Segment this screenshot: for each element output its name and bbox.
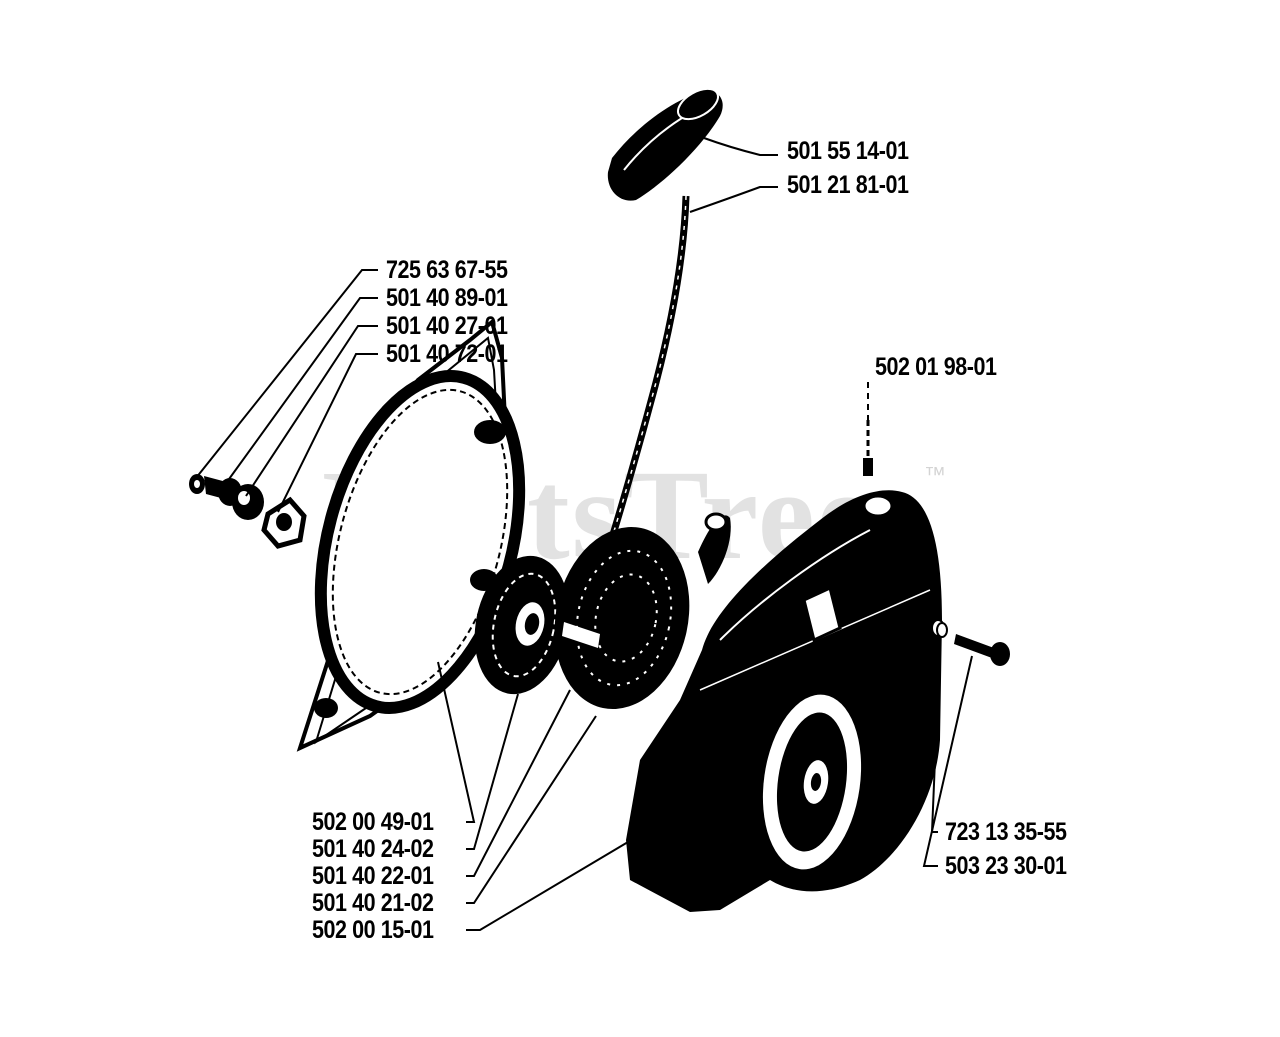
part-label-top-screw[interactable]: 502 01 98-01 bbox=[875, 353, 997, 381]
recoil-spring[interactable] bbox=[538, 512, 731, 722]
part-label-spring-cover[interactable]: 501 40 21-02 bbox=[312, 889, 434, 917]
part-label-bolt[interactable]: 501 40 89-01 bbox=[386, 284, 508, 312]
part-label-side-screw[interactable]: 723 13 35-55 bbox=[945, 818, 1067, 846]
part-label-housing[interactable]: 502 00 15-01 bbox=[312, 916, 434, 944]
fan-screen-plate[interactable] bbox=[287, 318, 553, 752]
part-label-side-washer[interactable]: 503 23 30-01 bbox=[945, 852, 1067, 880]
part-label-nut[interactable]: 501 40 72-01 bbox=[386, 340, 508, 368]
part-label-spacer[interactable]: 501 40 27-01 bbox=[386, 312, 508, 340]
side-screw[interactable] bbox=[936, 622, 1010, 666]
part-label-screen[interactable]: 502 00 49-01 bbox=[312, 808, 434, 836]
spacer-part[interactable] bbox=[232, 484, 264, 520]
rope-pulley[interactable] bbox=[462, 547, 581, 703]
part-label-rope[interactable]: 501 21 81-01 bbox=[787, 171, 909, 199]
leader-lines bbox=[195, 137, 973, 931]
part-label-spring[interactable]: 501 40 22-01 bbox=[312, 862, 434, 890]
starter-rope[interactable] bbox=[592, 195, 690, 592]
washer-part[interactable] bbox=[189, 474, 205, 494]
part-label-washer[interactable]: 725 63 67-55 bbox=[386, 256, 508, 284]
starter-housing[interactable] bbox=[626, 490, 945, 912]
top-screw[interactable] bbox=[863, 420, 873, 476]
trademark-symbol: ™ bbox=[924, 462, 946, 487]
nut-part[interactable] bbox=[261, 496, 307, 549]
part-label-pulley[interactable]: 501 40 24-02 bbox=[312, 835, 434, 863]
starter-handle[interactable] bbox=[607, 83, 723, 201]
part-label-handle[interactable]: 501 55 14-01 bbox=[787, 137, 909, 165]
